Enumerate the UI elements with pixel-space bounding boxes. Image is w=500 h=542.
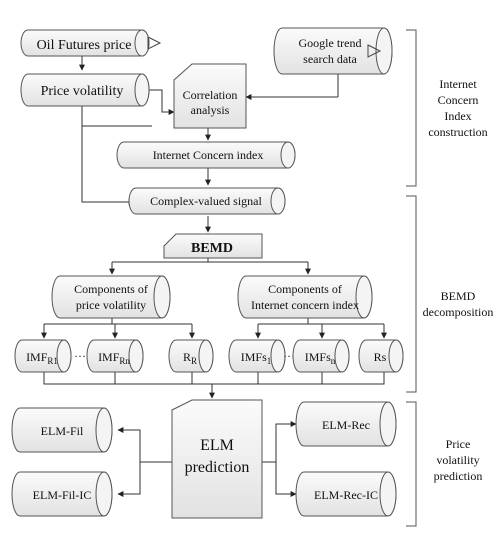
arrow-to-elm-rec-ic <box>275 462 297 497</box>
bemd-node: BEMD <box>163 233 263 259</box>
stage-label-line: Concern <box>438 93 479 107</box>
arrow-to-elm-fil-ic <box>117 462 141 497</box>
correlation-label: Correlation <box>183 88 238 102</box>
complex-valued-signal-node: Complex-valued signal <box>128 187 286 215</box>
r-r-node: RR <box>168 339 214 373</box>
components-price-volatility-node: Components of price volatility <box>51 275 171 319</box>
elm-rec-ic-node: ELM-Rec-IC <box>295 471 397 517</box>
imfs-1-label: IMFs1 <box>241 350 272 366</box>
google-trend-label-2: search data <box>303 52 357 66</box>
stage-label-line: decomposition <box>423 305 494 319</box>
stage-label-price-prediction: Price volatility prediction <box>434 437 483 483</box>
connectors <box>41 56 387 497</box>
line-volatility-tap <box>81 106 152 127</box>
elm-fil-ic-node: ELM-Fil-IC <box>11 471 113 517</box>
arrow-volatility-to-correlation <box>148 89 175 115</box>
internet-concern-index-label: Internet Concern index <box>153 148 264 162</box>
bemd-label: BEMD <box>191 241 233 256</box>
components-ici-label: Components of <box>268 282 342 296</box>
components-price-label-2: price volatility <box>76 298 146 312</box>
play-arrow-icon <box>367 44 382 58</box>
bracket-stage-1 <box>406 29 417 187</box>
components-ici-label-2: Internet concern index <box>251 298 359 312</box>
elm-rec-node: ELM-Rec <box>295 401 397 447</box>
imfs-n-node: IMFsn <box>292 339 350 373</box>
oil-futures-price-label: Oil Futures price <box>37 38 132 53</box>
imfs-n-label: IMFsn <box>305 350 336 366</box>
rs-label: Rs <box>374 350 387 364</box>
imf-rn-label: IMFRn <box>98 350 130 366</box>
stage-brackets <box>406 29 417 527</box>
bracket-stage-3 <box>406 401 417 527</box>
elm-rec-label: ELM-Rec <box>322 418 370 432</box>
correlation-analysis-node: Correlation analysis <box>173 63 247 129</box>
elm-prediction-node: ELM prediction <box>171 399 263 519</box>
stage-label-line: prediction <box>434 469 483 483</box>
imfs-1-node: IMFs1 <box>228 339 286 373</box>
google-trend-label: Google trend <box>299 36 362 50</box>
price-volatility-node: Price volatility <box>20 73 150 107</box>
arrow-volatility-to-signal <box>81 126 135 205</box>
arrow-to-elm-rec <box>262 421 297 463</box>
play-arrow-icon <box>147 36 162 50</box>
elm-prediction-label-2: prediction <box>185 459 250 476</box>
stage-label-line: BEMD <box>441 289 476 303</box>
complex-valued-signal-label: Complex-valued signal <box>150 194 262 208</box>
arrow-to-elm-fil <box>117 427 172 463</box>
line-components-merge <box>43 372 385 385</box>
rs-node: Rs <box>358 339 404 373</box>
stage-label-line: Index <box>444 109 471 123</box>
imf-r1-node: IMFR1 <box>14 339 72 373</box>
r-r-label: RR <box>183 350 197 366</box>
stage-label-internet-concern: Internet Concern Index construction <box>428 77 487 139</box>
ellipsis-ici: ··· <box>283 349 295 363</box>
internet-concern-index-node: Internet Concern index <box>116 141 296 169</box>
elm-prediction-label: ELM <box>200 437 234 454</box>
components-internet-concern-node: Components of Internet concern index <box>237 275 373 319</box>
elm-fil-label: ELM-Fil <box>41 424 84 438</box>
imf-r1-label: IMFR1 <box>26 350 58 366</box>
correlation-label-2: analysis <box>191 103 230 117</box>
google-trend-node: Google trend search data <box>273 27 393 75</box>
imf-rn-node: IMFRn <box>86 339 144 373</box>
stage-label-line: Internet <box>439 77 477 91</box>
ellipsis-price: ··· <box>74 349 86 363</box>
price-volatility-label: Price volatility <box>41 84 124 99</box>
components-price-label: Components of <box>74 282 148 296</box>
stage-label-line: volatility <box>436 453 479 467</box>
stage-label-line: Price <box>446 437 471 451</box>
elm-fil-node: ELM-Fil <box>11 407 113 453</box>
stage-label-line: construction <box>428 125 487 139</box>
bracket-stage-2 <box>406 195 417 393</box>
elm-fil-ic-label: ELM-Fil-IC <box>33 488 92 502</box>
oil-futures-price-node: Oil Futures price <box>20 29 162 57</box>
stage-label-bemd: BEMD decomposition <box>423 289 494 319</box>
elm-rec-ic-label: ELM-Rec-IC <box>314 488 378 502</box>
